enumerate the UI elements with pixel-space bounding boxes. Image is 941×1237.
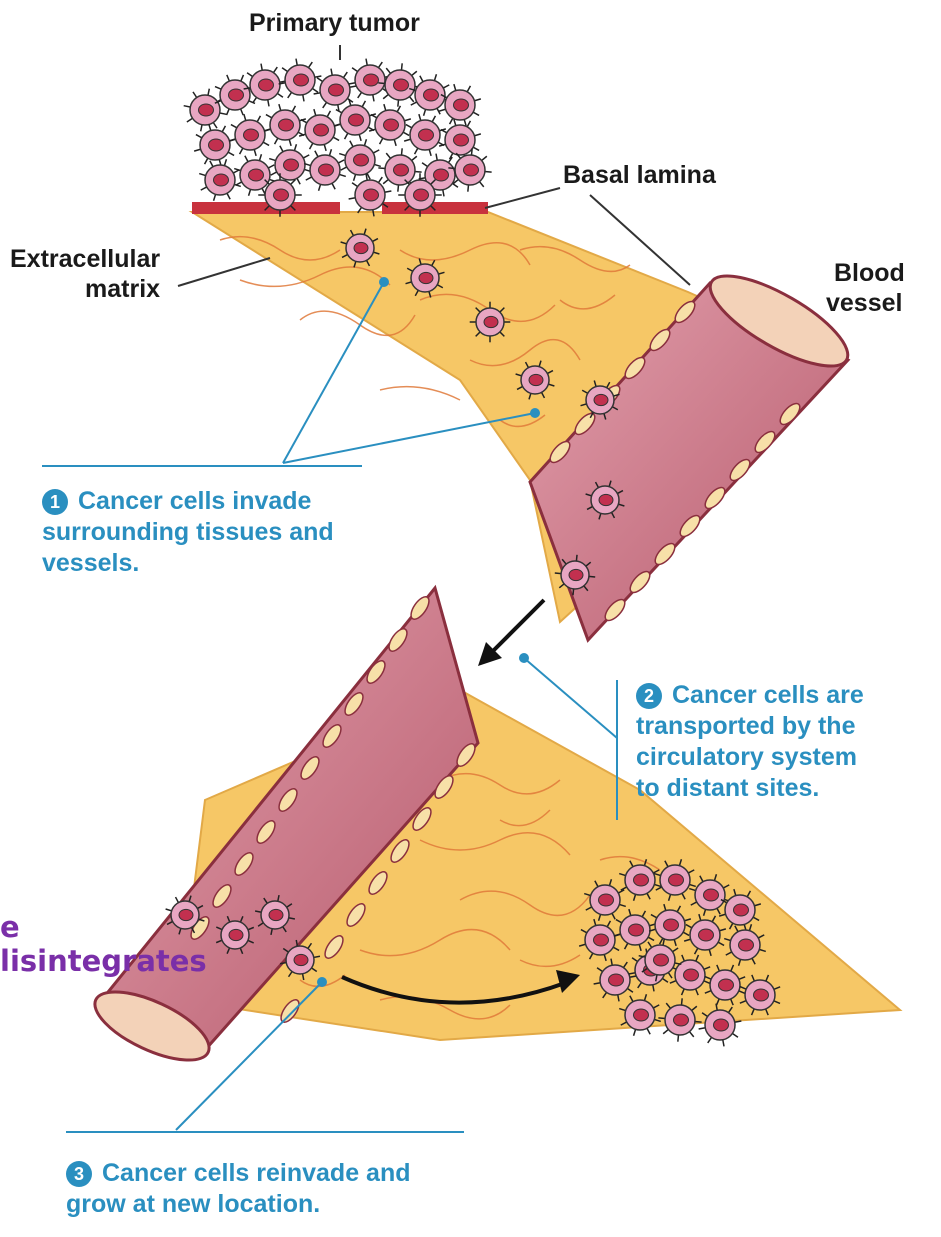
step-3-line1: Cancer cells reinvade and	[102, 1159, 410, 1187]
overlay-line1: e	[0, 910, 207, 944]
label-basal-lamina: Basal lamina	[563, 160, 716, 190]
tumor-cell	[369, 104, 411, 146]
label-matrix-line2: matrix	[10, 274, 160, 304]
label-blood-line1: Blood	[826, 258, 905, 288]
migrating-cell	[470, 302, 511, 343]
leader-basal-lamina	[485, 188, 560, 208]
tumor-cell	[339, 139, 381, 181]
tumor-cell	[199, 159, 241, 201]
label-blood-vessel: Blood vessel	[826, 258, 905, 318]
label-primary-tumor: Primary tumor	[249, 8, 420, 38]
overlay-line2: lisintegrates	[0, 944, 207, 978]
tumor-cell	[264, 104, 306, 146]
tumor-cell	[215, 75, 255, 115]
step-2-caption: 2 Cancer cells are transported by the cir…	[636, 680, 864, 804]
label-vessel-line2: vessel	[826, 288, 905, 318]
step-3-line2: grow at new location.	[66, 1189, 410, 1220]
label-extracellular-matrix: Extracellular matrix	[10, 244, 160, 304]
tumor-cell	[334, 99, 376, 141]
step-1-line2: surrounding tissues and	[42, 517, 334, 548]
overlay-annotation: e lisintegrates	[0, 910, 207, 978]
step-1-number-badge: 1	[42, 489, 68, 515]
leader-extracellular-matrix	[178, 258, 270, 286]
step-1-line3: vessels.	[42, 548, 334, 579]
step-3-number-badge: 3	[66, 1161, 92, 1187]
leader-step2-a	[524, 658, 617, 738]
tumor-cell	[299, 109, 341, 151]
tumor-cell	[244, 64, 287, 107]
step-2-line3: circulatory system	[636, 742, 864, 773]
step-2-line2: transported by the	[636, 711, 864, 742]
tumor-cell	[229, 114, 271, 156]
tumor-cell	[398, 173, 442, 217]
tumor-cell	[269, 144, 311, 186]
step-1-line1: Cancer cells invade	[78, 487, 311, 515]
basal-lamina-right	[382, 202, 488, 214]
tumor-cell	[439, 119, 481, 161]
primary-tumor-cells	[184, 59, 492, 217]
step-2-line1: Cancer cells are	[672, 681, 864, 709]
tumor-cell	[349, 59, 392, 102]
transport-arrow	[478, 600, 544, 666]
tumor-cell	[279, 59, 322, 102]
tumor-cell	[404, 114, 446, 156]
tumor-cell	[304, 149, 346, 191]
label-extracellular-line1: Extracellular	[10, 244, 160, 274]
leader-step1-b	[283, 413, 535, 463]
step-2-number-badge: 2	[636, 683, 662, 709]
step-1-caption: 1 Cancer cells invade surrounding tissues…	[42, 486, 334, 579]
tumor-cell	[439, 84, 481, 126]
step-2-line4: to distant sites.	[636, 773, 864, 804]
step-3-caption: 3 Cancer cells reinvade and grow at new l…	[66, 1158, 410, 1220]
leader-step1-a	[283, 282, 384, 463]
tumor-cell	[258, 173, 302, 217]
